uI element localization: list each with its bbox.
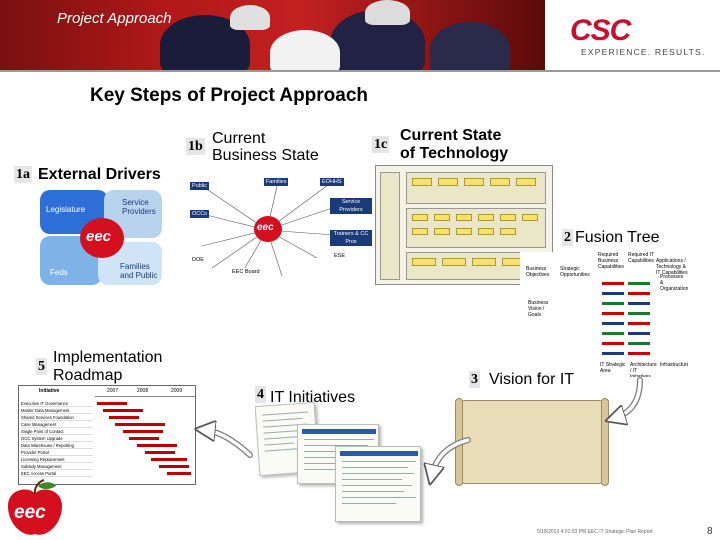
roadmap-header: Initiative [39, 388, 60, 394]
step-5-label-line2: Roadmap [53, 367, 123, 384]
node-doe: DOE [190, 256, 206, 264]
eec-apple-logo: eec [8, 479, 62, 535]
initiative-doc-3 [335, 446, 421, 522]
node-eec-board: EEC Board [230, 268, 262, 276]
roadmap-row: Licensing Replacement [21, 456, 93, 463]
step-2-number: 2 [562, 229, 573, 246]
step-1b-label-line1: Current [212, 130, 266, 147]
eec-apple-icon [80, 218, 124, 258]
section-title: Project Approach [57, 10, 172, 27]
roadmap-year-1: 2007 [107, 388, 119, 394]
header-divider [0, 70, 720, 72]
page-number: 8 [707, 526, 713, 537]
roadmap-row: OCC System Upgrade [21, 435, 93, 442]
fusion-left-vision: Business Vision / Goals [528, 300, 549, 318]
node-families: Families [264, 178, 289, 186]
roadmap-row: Case Management [21, 421, 93, 428]
fusion-right-processes: Processes & Organization [660, 274, 688, 292]
fusion-header-it: Required IT Capabilities [628, 252, 655, 264]
roadmap-row: Executive IT Governance [21, 400, 93, 407]
roadmap-row: Shared Services Foundation [21, 414, 93, 421]
fusion-tree-diagram: Required Business Capabilities Required … [520, 252, 688, 377]
step-1c-label-line2: of Technology [400, 145, 509, 162]
header-banner: Project Approach CSC EXPERIENCE. RESULTS… [0, 0, 720, 70]
roadmap-gantt: Initiative 2007 2008 2009 Executive IT G… [18, 385, 196, 485]
roadmap-year-2: 2008 [137, 388, 149, 394]
roadmap-row: Master Data Management [21, 407, 93, 414]
vision-scroll-paper [457, 400, 607, 484]
step-1b-number: 1b [186, 138, 205, 155]
roadmap-row: Subsidy Management [21, 463, 93, 470]
puzzle-providers-text: Service Providers [122, 198, 156, 216]
node-eohhs: EOHHS [320, 178, 344, 186]
curved-arrow-icon [612, 377, 643, 421]
cyclists-photo [0, 0, 545, 70]
svg-text:eec: eec [14, 502, 46, 523]
node-service-providers: Service Providers [330, 198, 372, 214]
fusion-bottom-architecture: Architecture / IT Initiatives [630, 362, 657, 377]
business-center-text: eec [257, 222, 274, 233]
step-3-label: Vision for IT [489, 371, 575, 388]
curved-arrow-icon [202, 427, 253, 458]
step-4-number: 4 [255, 386, 266, 403]
step-1c-number: 1c [372, 136, 390, 153]
fusion-bottom-strategic: IT Strategic Area [600, 362, 626, 374]
csc-logo: CSC [570, 14, 631, 47]
node-public: Public [190, 182, 209, 190]
roadmap-row: Data Warehouse / Reporting [21, 442, 93, 449]
fusion-header-business: Required Business Capabilities [598, 252, 624, 270]
footer-text: 5/18/2013 4:01:03 PM EEC IT Strategic Pl… [537, 529, 653, 535]
step-1a-number: 1a [14, 166, 32, 183]
step-4-label: IT Initiatives [270, 389, 356, 406]
roadmap-row: Provider Portal [21, 449, 93, 456]
puzzle-feds-text: Feds [50, 268, 68, 277]
step-1a-label: External Drivers [38, 166, 161, 183]
eec-apple-icon [254, 216, 282, 242]
vision-scroll [455, 378, 610, 488]
puzzle-families-text: Families and Public [120, 262, 158, 280]
fusion-left-opportunities: Strategic Opportunities [560, 266, 590, 278]
puzzle-legislature-text: Legislature [46, 205, 86, 214]
external-drivers-puzzle: Legislature Service Providers Feds Famil… [40, 190, 162, 285]
fusion-left-objectives: Business Objectives [526, 266, 550, 278]
step-1b-label-line2: Business State [212, 147, 319, 164]
business-state-diagram: Public Families OCCs Service Providers D… [182, 168, 372, 288]
roadmap-year-3: 2009 [171, 388, 183, 394]
it-initiatives-documents [255, 398, 425, 528]
csc-logo-area: CSC EXPERIENCE. RESULTS. [545, 0, 720, 70]
step-5-number: 5 [36, 358, 47, 375]
csc-tagline: EXPERIENCE. RESULTS. [581, 47, 706, 57]
puzzle-center-text: eec [86, 228, 112, 245]
step-2-label: Fusion Tree [575, 229, 660, 246]
node-trainers: Trainers & CC Pros [330, 230, 372, 246]
node-ese: ESE [332, 252, 348, 260]
step-1c-label-line1: Current State [400, 127, 502, 144]
fusion-bottom-infrastructure: Infrastructure [660, 362, 688, 368]
step-3-number: 3 [469, 371, 480, 388]
node-occs: OCCs [190, 210, 209, 218]
step-5-label-line1: Implementation [53, 349, 163, 366]
fusion-header-apps: Applications / Technology & IT Capabilit… [656, 258, 688, 276]
roadmap-row: EEC Access Portal [21, 470, 93, 477]
page-title: Key Steps of Project Approach [90, 85, 369, 106]
roadmap-row: Single Point of Contact [21, 428, 93, 435]
